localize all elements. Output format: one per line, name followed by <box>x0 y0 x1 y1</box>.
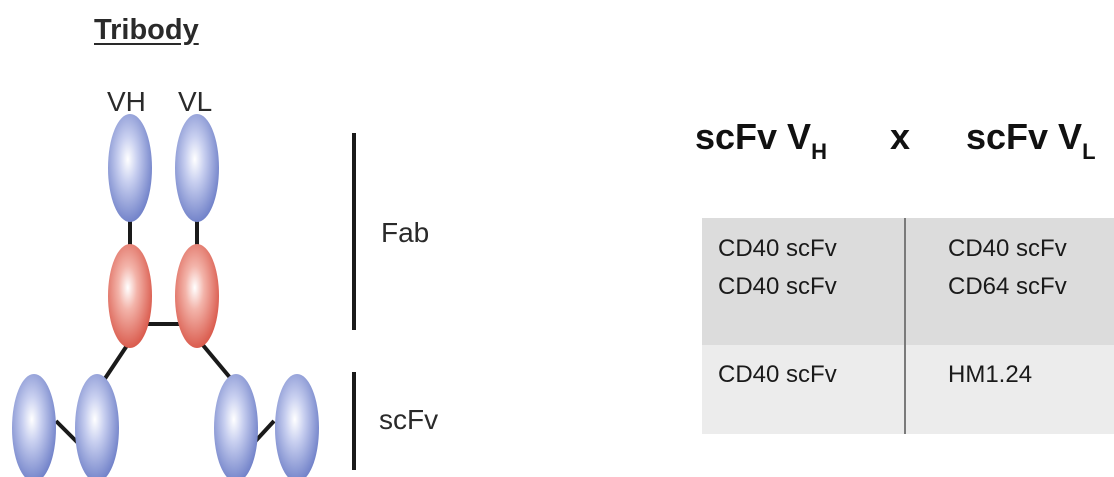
header-vh-text: scFv V <box>695 116 812 157</box>
scfv-left-inner-domain <box>75 374 119 477</box>
linker-right-arm <box>200 342 234 382</box>
header-vl-sub: L <box>1082 139 1096 164</box>
scfv-left-outer-domain <box>12 374 56 477</box>
header-x: x <box>890 116 911 157</box>
cell-row1-vh: CD40 scFv <box>718 235 837 262</box>
diagram-title: Tribody <box>94 14 199 46</box>
scfv-label: scFv <box>379 404 439 435</box>
scfv-right-inner-domain <box>214 374 258 477</box>
tribody-diagram <box>12 114 356 477</box>
cl-domain <box>175 244 219 348</box>
header-vl: scFv VL <box>966 116 1096 165</box>
table-band-top <box>702 218 1114 345</box>
cell-row1-vl: CD40 scFv <box>948 235 1067 262</box>
ch1-domain <box>108 244 152 348</box>
pairing-table: CD40 scFv CD40 scFv CD40 scFv CD64 scFv … <box>702 218 1114 434</box>
scfv-right-outer-domain <box>275 374 319 477</box>
fab-label: Fab <box>381 217 430 248</box>
cell-row2-vh: CD40 scFv <box>718 273 837 300</box>
header-vh: scFv VH <box>695 116 827 165</box>
table-divider <box>904 218 906 434</box>
cell-row2-vl: CD64 scFv <box>948 273 1067 300</box>
cell-row3-vl: HM1.24 <box>948 361 1033 388</box>
vl-label: VL <box>178 86 213 117</box>
vl-domain <box>175 114 219 222</box>
table-band-bottom <box>702 345 1114 434</box>
vh-domain <box>108 114 152 222</box>
linker-left-arm <box>102 342 130 382</box>
cell-row3-vh: CD40 scFv <box>718 361 837 388</box>
header-vl-text: scFv V <box>966 116 1083 157</box>
vh-label: VH <box>107 86 146 117</box>
header-vh-sub: H <box>811 139 827 164</box>
